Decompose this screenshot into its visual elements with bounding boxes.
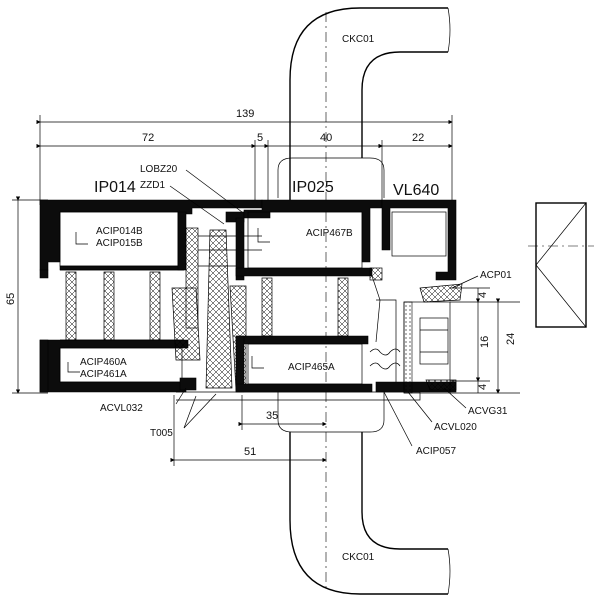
part-zzd1: ZZD1 (140, 180, 165, 191)
part-acp01: ACP01 (480, 270, 512, 281)
profile-middle-ip025 (235, 199, 383, 393)
dim-depth-35: 35 (266, 410, 278, 422)
side-view-symbol (528, 202, 594, 328)
top-handle (289, 7, 451, 200)
part-acip467b: ACIP467B (306, 228, 353, 239)
part-acvl020: ACVL020 (434, 422, 477, 433)
profile-left-title: IP014 (94, 179, 136, 196)
part-acvl032: ACVL032 (100, 403, 143, 414)
dim-glass: 24 (505, 333, 517, 345)
profile-right-vl640 (369, 199, 463, 393)
dimension-lines-top (36, 115, 453, 205)
dimension-lines-bottom (170, 395, 327, 466)
part-acip465a: ACIP465A (288, 362, 335, 373)
profile-right-title: VL640 (393, 182, 439, 199)
dim-bead-top: 4 (477, 292, 489, 298)
part-acvg31: ACVG31 (468, 406, 508, 417)
leader-lines (169, 169, 479, 447)
part-acip461a: ACIP461A (80, 369, 127, 380)
dimension-lines-side (12, 196, 520, 394)
part-acip057: ACIP057 (416, 446, 456, 457)
part-acip015b: ACIP015B (96, 238, 143, 249)
dim-height: 65 (5, 293, 17, 305)
dim-overall-width: 139 (236, 108, 254, 120)
part-acip460a: ACIP460A (80, 357, 127, 368)
dim-left-width: 72 (142, 132, 154, 144)
profile-left-ip014 (39, 199, 263, 393)
part-t005: T005 (150, 428, 173, 439)
dim-glass-inner: 16 (479, 336, 491, 348)
handle-label-bottom: CKC01 (342, 552, 375, 563)
dim-bead-bottom: 4 (477, 384, 489, 390)
handle-label-top: CKC01 (342, 34, 375, 45)
bottom-handle (289, 432, 451, 595)
handle-rosette-bottom (277, 392, 385, 433)
glass-unit (403, 301, 451, 394)
profile-middle-title: IP025 (292, 179, 334, 196)
dim-right-width: 22 (412, 132, 424, 144)
dim-depth-51: 51 (244, 446, 256, 458)
dim-gap: 5 (257, 132, 263, 144)
handle-rosette (277, 157, 385, 198)
part-acip014b: ACIP014B (96, 226, 143, 237)
part-lobz20: LOBZ20 (140, 164, 178, 175)
dim-middle-width: 40 (320, 132, 332, 144)
